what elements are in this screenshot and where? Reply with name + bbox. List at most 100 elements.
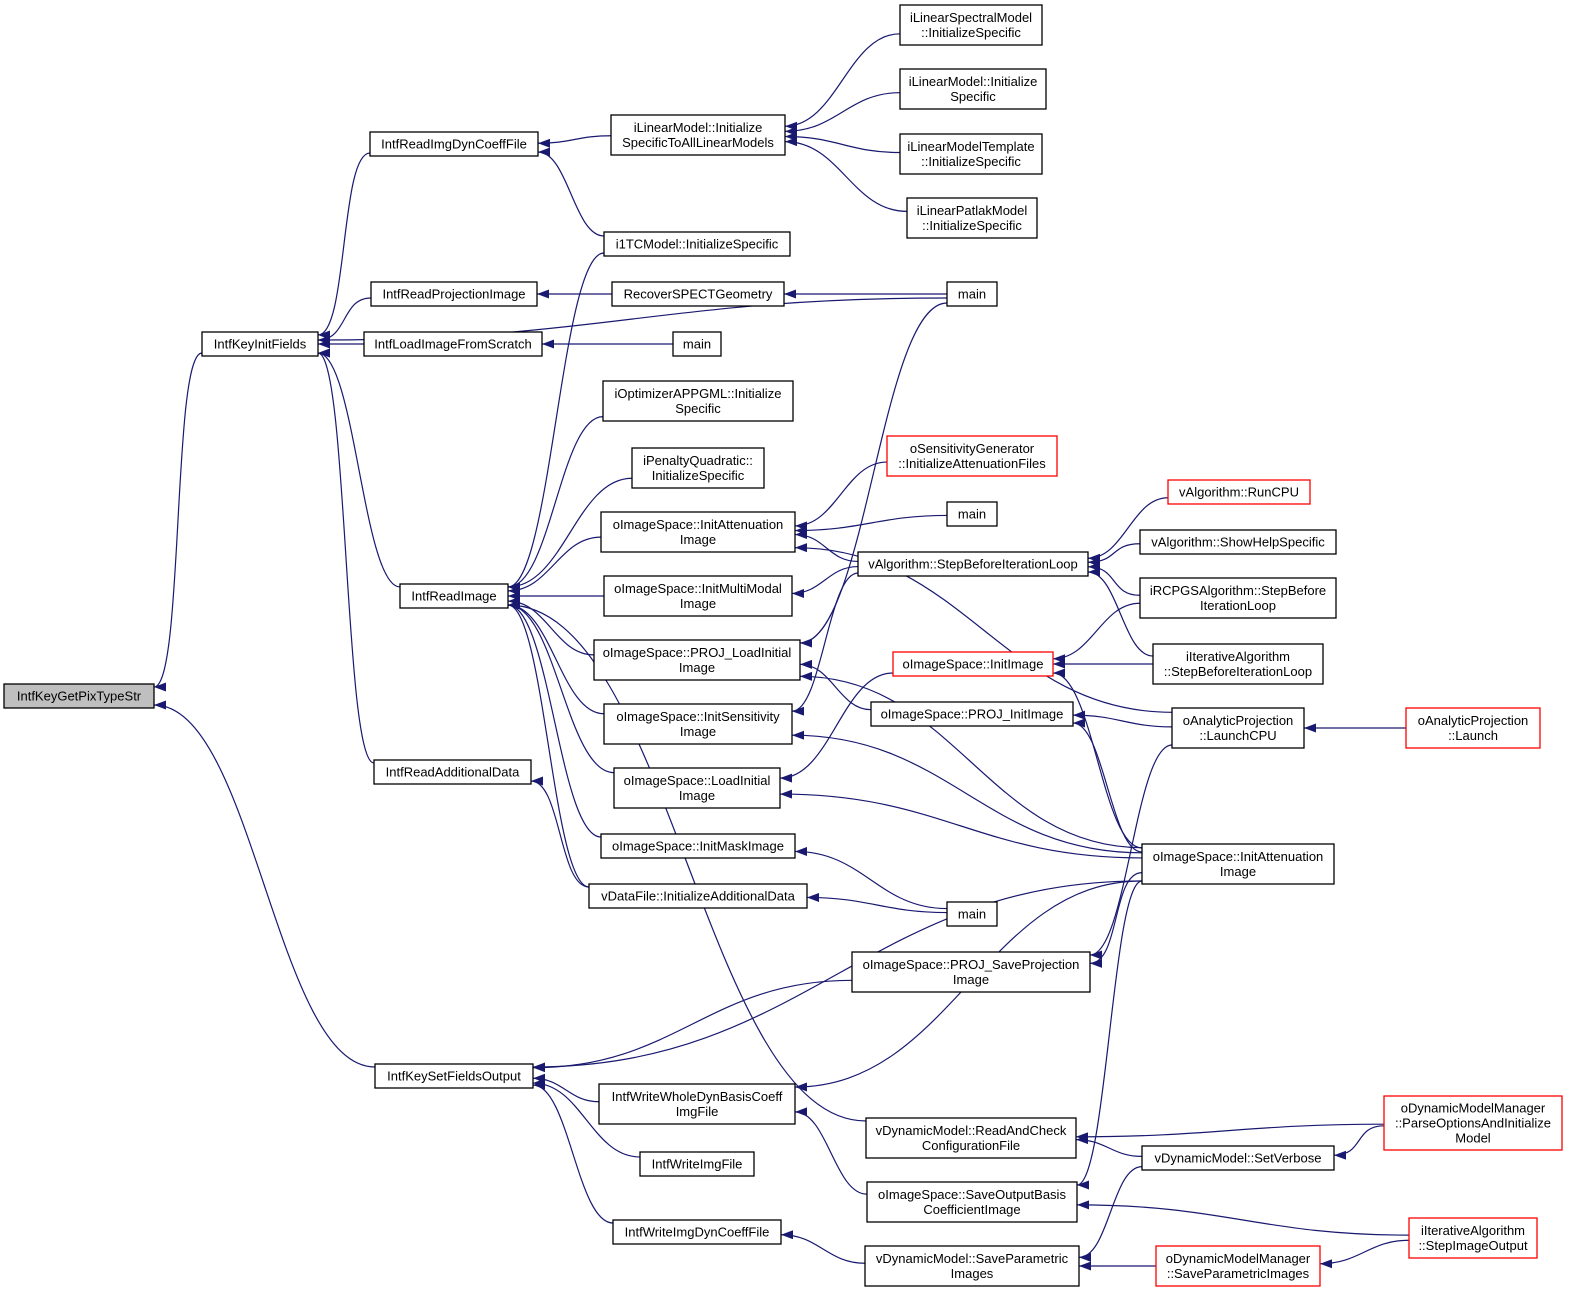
function-node-readadd[interactable]: IntfReadAdditionalData (373, 759, 532, 785)
call-edge (507, 600, 602, 838)
call-edge (799, 302, 948, 648)
node-label: InitializeSpecific (652, 468, 745, 483)
function-node-iia-step[interactable]: iIterativeAlgorithm::StepBeforeIteration… (1152, 643, 1324, 685)
function-node-odmm-spi[interactable]: oDynamicModelManager::SaveParametricImag… (1155, 1245, 1321, 1287)
call-edge (317, 152, 371, 340)
node-label: ::ParseOptionsAndInitialize (1395, 1116, 1551, 1131)
call-edge (784, 132, 901, 154)
function-node-vdm-verbose[interactable]: vDynamicModel::SetVerbose (1141, 1145, 1335, 1171)
node-label: ::Launch (1448, 728, 1498, 743)
function-node-oap-cpu[interactable]: oAnalyticProjection::LaunchCPU (1171, 707, 1305, 749)
function-node-readimgdyn[interactable]: IntfReadImgDynCoeffFile (369, 131, 539, 157)
node-label: IntfReadImage (411, 589, 496, 604)
function-node-main-a[interactable]: main (946, 281, 998, 307)
call-edge (1076, 1200, 1410, 1236)
call-edge (799, 671, 1143, 849)
node-label: main (958, 507, 986, 522)
call-edges (153, 33, 1410, 1271)
function-node-vdm-read[interactable]: vDynamicModel::ReadAndCheckConfiguration… (865, 1117, 1077, 1159)
node-label: vAlgorithm::StepBeforeIterationLoop (868, 557, 1078, 572)
call-edge (791, 572, 859, 716)
function-node-vdf-initadd[interactable]: vDataFile::InitializeAdditionalData (588, 883, 808, 909)
call-edge (532, 1073, 600, 1103)
call-edge (1333, 1125, 1385, 1160)
call-edge (1072, 710, 1173, 728)
function-node-ois-initmask[interactable]: oImageSpace::InitMaskImage (600, 833, 796, 859)
function-node-readimage[interactable]: IntfReadImage (399, 583, 509, 609)
node-label: oAnalyticProjection (1418, 713, 1529, 728)
function-node-va-runcpu[interactable]: vAlgorithm::RunCPU (1167, 479, 1311, 505)
function-node-ois-initimage[interactable]: oImageSpace::InitImage (892, 651, 1054, 677)
function-node-vdm-spi[interactable]: vDynamicModel::SaveParametricImages (864, 1245, 1080, 1287)
function-node-ioptim[interactable]: iOptimizerAPPGML::InitializeSpecific (602, 380, 794, 422)
function-node-main-b[interactable]: main (672, 331, 722, 357)
function-node-ircpgs[interactable]: iRCPGSAlgorithm::StepBeforeIterationLoop (1139, 577, 1337, 619)
node-label: ::LaunchCPU (1199, 728, 1276, 743)
node-label: SpecificToAllLinearModels (622, 135, 774, 150)
function-node-ilmt[interactable]: iLinearModelTemplate::InitializeSpecific (899, 133, 1043, 175)
node-label: ConfigurationFile (922, 1138, 1020, 1153)
function-node-i1tc[interactable]: i1TCModel::InitializeSpecific (603, 231, 791, 257)
function-node-oap-launch[interactable]: oAnalyticProjection::Launch (1405, 707, 1541, 749)
node-label: main (958, 907, 986, 922)
call-edge (1052, 668, 1143, 849)
node-label: oImageSpace::PROJ_InitImage (881, 707, 1064, 722)
call-edge (1087, 497, 1169, 563)
node-label: IntfWriteImgDynCoeffFile (625, 1225, 770, 1240)
function-node-ilm-all[interactable]: iLinearModel::InitializeSpecificToAllLin… (610, 114, 786, 156)
function-node-main-c[interactable]: main (946, 501, 998, 527)
call-edge (153, 352, 203, 692)
call-edge (1076, 880, 1143, 1190)
node-label: iIterativeAlgorithm (1421, 1223, 1525, 1238)
function-node-odmm-parse[interactable]: oDynamicModelManager::ParseOptionsAndIni… (1383, 1095, 1563, 1151)
function-node-ois-sob[interactable]: oImageSpace::SaveOutputBasisCoefficientI… (866, 1181, 1078, 1223)
function-node-ilspec[interactable]: iLinearSpectralModel::InitializeSpecific (899, 4, 1043, 46)
call-edge (532, 979, 853, 1073)
function-node-writedyn[interactable]: IntfWriteImgDynCoeffFile (612, 1219, 782, 1245)
function-node-loadscratch[interactable]: IntfLoadImageFromScratch (363, 331, 543, 357)
function-node-keysetfields[interactable]: IntfKeySetFieldsOutput (374, 1063, 534, 1089)
function-node-main-d[interactable]: main (946, 901, 998, 927)
call-edge (532, 880, 1143, 1072)
node-label: ::InitializeAttenuationFiles (898, 456, 1046, 471)
node-label: IntfKeyGetPixTypeStr (17, 689, 142, 704)
node-label: oImageSpace::InitImage (903, 657, 1044, 672)
function-node-osens[interactable]: oSensitivityGenerator::InitializeAttenua… (886, 435, 1058, 477)
call-edge (532, 1080, 614, 1224)
call-edge (507, 600, 605, 715)
call-edge (784, 137, 908, 212)
node-label: vDataFile::InitializeAdditionalData (601, 889, 795, 904)
function-node-ois-projinit[interactable]: oImageSpace::PROJ_InitImage (870, 701, 1074, 727)
node-label: Images (951, 1266, 994, 1281)
function-node-va-step[interactable]: vAlgorithm::StepBeforeIterationLoop (857, 551, 1089, 577)
node-label: ::StepImageOutput (1418, 1238, 1528, 1253)
function-node-ilp[interactable]: iLinearPatlakModel::InitializeSpecific (906, 197, 1038, 239)
function-node-va-help[interactable]: vAlgorithm::ShowHelpSpecific (1139, 529, 1337, 555)
function-node-iia-out[interactable]: iIterativeAlgorithm::StepImageOutput (1408, 1217, 1538, 1259)
function-node-ipenalty[interactable]: iPenaltyQuadratic::InitializeSpecific (631, 447, 765, 489)
function-node-readproj[interactable]: IntfReadProjectionImage (370, 281, 538, 307)
function-node-recoverspect[interactable]: RecoverSPECTGeometry (611, 281, 785, 307)
function-node-keyinit[interactable]: IntfKeyInitFields (201, 331, 319, 357)
node-label: iLinearModel::Initialize (909, 74, 1038, 89)
node-label: IterationLoop (1200, 598, 1276, 613)
call-edge (794, 1107, 868, 1195)
function-node-ilm-spec[interactable]: iLinearModel::InitializeSpecific (899, 68, 1047, 110)
call-edge (806, 892, 948, 914)
call-edge (1087, 567, 1154, 657)
call-edge (1072, 718, 1143, 853)
function-node-writeimg[interactable]: IntfWriteImgFile (639, 1151, 755, 1177)
node-label: Model (1455, 1131, 1491, 1146)
node-label: IntfReadAdditionalData (386, 765, 520, 780)
node-label: oImageSpace::InitMultiModal (614, 581, 782, 596)
function-node-root[interactable]: IntfKeyGetPixTypeStr (3, 683, 155, 709)
